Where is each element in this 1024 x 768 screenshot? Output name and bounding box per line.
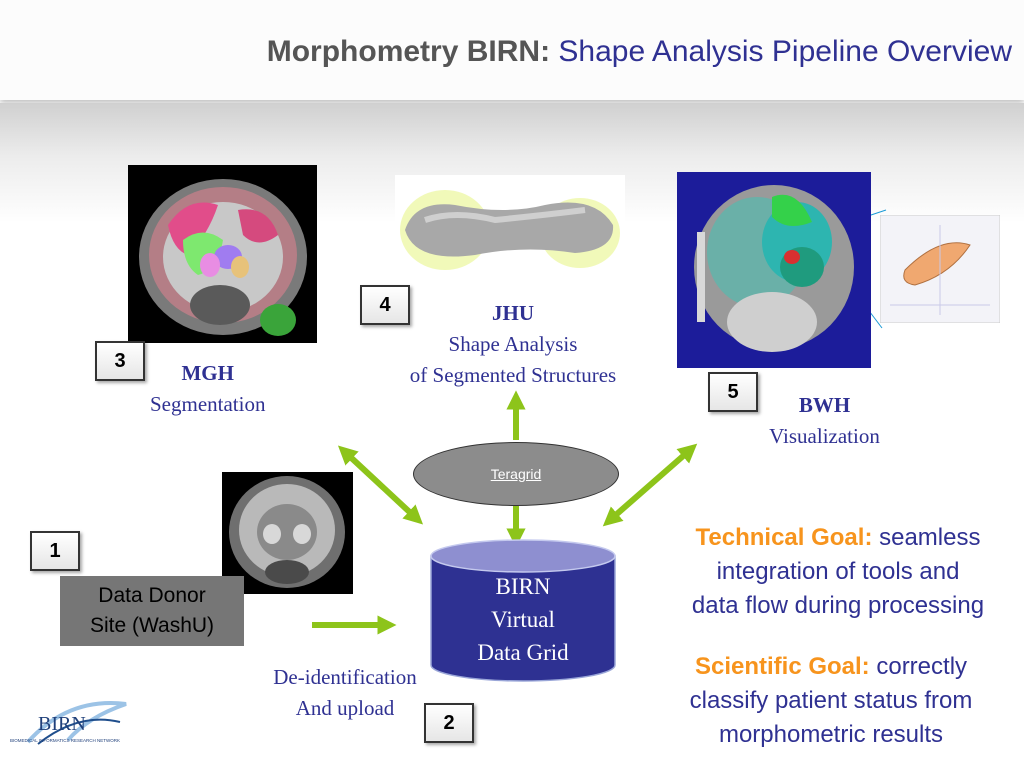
page-title: Morphometry BIRN: Shape Analysis Pipelin… [267, 35, 1012, 69]
teragrid-node[interactable]: Teragrid [413, 442, 619, 506]
step-3-badge: 3 [95, 341, 145, 381]
jhu-label: JHU Shape Analysis of Segmented Structur… [388, 298, 638, 391]
data-grid-label: BIRN Virtual Data Grid [430, 570, 616, 669]
technical-goal-start: seamless [879, 524, 981, 551]
technical-goal-label: Technical Goal: [695, 524, 873, 551]
bwh-name: BWH [798, 393, 851, 417]
grid-line-3: Data Grid [477, 640, 569, 665]
step-5-badge: 5 [708, 372, 758, 412]
svg-text:BIRN: BIRN [38, 713, 86, 735]
title-prefix: Morphometry BIRN: [266, 35, 551, 68]
jhu-role-1: Shape Analysis [448, 332, 578, 356]
technical-goal: Technical Goal: seamless integration of … [660, 521, 1016, 623]
step-4-badge: 4 [360, 285, 410, 325]
jhu-name: JHU [492, 301, 534, 325]
donor-mri-image [222, 472, 353, 594]
mgh-name: MGH [181, 361, 234, 385]
svg-text:BIOMEDICAL INFORMATICS RESEARC: BIOMEDICAL INFORMATICS RESEARCH NETWORK [10, 738, 120, 743]
upload-line-2: And upload [295, 696, 395, 720]
scientific-goal: Scientific Goal: correctly classify pati… [648, 650, 1014, 752]
data-grid-cylinder [430, 539, 616, 682]
arrow-mgh-grid [337, 445, 424, 525]
bwh-inset-image [880, 215, 1000, 323]
donor-line-2: Site (WashU) [89, 614, 215, 637]
bwh-role: Visualization [769, 424, 880, 448]
bwh-label: BWH Visualization [757, 390, 892, 452]
upload-label: De-identification And upload [252, 662, 438, 724]
step-1-badge: 1 [30, 531, 80, 571]
teragrid-link[interactable]: Teragrid [490, 466, 542, 482]
donor-line-1: Data Donor [98, 584, 206, 607]
title-rest: Shape Analysis Pipeline Overview [558, 35, 1012, 68]
jhu-shape-image [395, 175, 625, 280]
grid-line-1: BIRN [495, 574, 551, 599]
grid-line-2: Virtual [491, 607, 555, 632]
title-bar: Morphometry BIRN: Shape Analysis Pipelin… [0, 0, 1024, 100]
technical-goal-line-3: data flow during processing [691, 592, 985, 619]
arrow-bwh-grid [602, 443, 698, 527]
donor-site-box: Data Donor Site (WashU) [60, 576, 244, 646]
mgh-role: Segmentation [150, 392, 266, 416]
step-2-badge: 2 [424, 703, 474, 743]
scientific-goal-start: correctly [876, 653, 968, 680]
jhu-role-2: of Segmented Structures [409, 363, 617, 387]
scientific-goal-line-3: morphometric results [718, 721, 944, 748]
mgh-segmentation-image [128, 165, 317, 343]
bwh-visualization-image [677, 172, 871, 368]
mgh-label: MGH Segmentation [150, 358, 265, 420]
technical-goal-line-2: integration of tools and [716, 558, 960, 585]
upload-line-1: De-identification [273, 665, 417, 689]
scientific-goal-line-2: classify patient status from [689, 687, 973, 714]
scientific-goal-label: Scientific Goal: [694, 653, 870, 680]
birn-logo: BIRN BIOMEDICAL INFORMATICS RESEARCH NET… [10, 701, 127, 745]
